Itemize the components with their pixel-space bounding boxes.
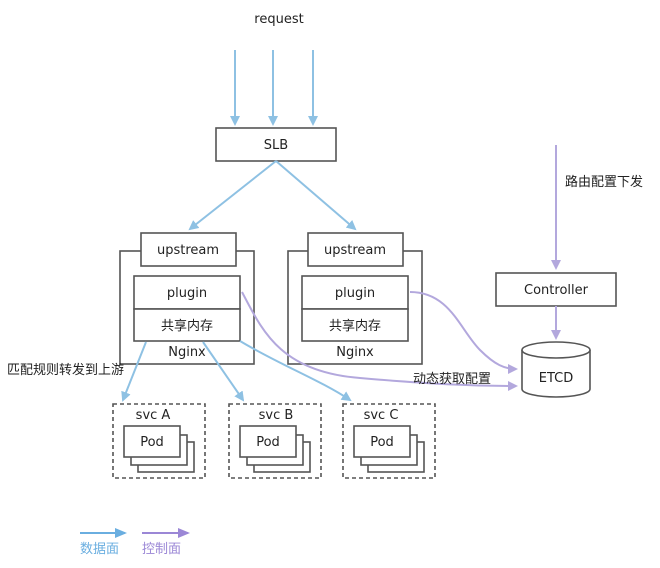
- shared-memory-box: [301, 308, 409, 342]
- pod-label: Pod: [140, 435, 164, 450]
- nginx-label: Nginx: [168, 345, 206, 360]
- pod-label: Pod: [256, 435, 280, 450]
- service-b: svc B Pod: [228, 403, 322, 479]
- legend-item-control-plane: 控制面: [142, 528, 190, 557]
- service-a: svc A Pod: [112, 403, 206, 479]
- plugin-1-fetch-config-arrow: [241, 291, 518, 391]
- plugin-2-fetch-config-arrow: [409, 291, 518, 374]
- slb-label: SLB: [264, 138, 288, 153]
- controller-label: Controller: [524, 283, 589, 298]
- forward-upstream-label: 匹配规则转发到上游: [7, 362, 124, 378]
- shared-memory-box: [133, 308, 241, 342]
- pod-box: [353, 425, 411, 458]
- upstream-label: upstream: [157, 243, 219, 258]
- legend-label: 数据面: [80, 542, 119, 557]
- shared-memory-label: 共享内存: [161, 318, 213, 334]
- service-c: svc C Pod: [342, 403, 436, 479]
- plugin-label: plugin: [335, 286, 375, 301]
- slb-box: SLB: [215, 127, 337, 162]
- nginx-to-svc-c-arrow: [239, 340, 352, 402]
- request-label: request: [254, 12, 303, 27]
- nginx-label: Nginx: [336, 345, 374, 360]
- etcd-label: ETCD: [539, 371, 573, 386]
- route-dispatch-label: 路由配置下发: [565, 174, 643, 190]
- nginx-to-svc-a-arrow: [121, 341, 147, 402]
- upstream-label: upstream: [324, 243, 386, 258]
- plugin-label: plugin: [167, 286, 207, 301]
- slb-to-nginx-2-arrow: [275, 160, 357, 231]
- controller-box: Controller: [495, 272, 617, 307]
- service-name: svc C: [364, 408, 399, 423]
- plugin-box: [301, 275, 409, 310]
- legend: 数据面 控制面: [80, 528, 190, 557]
- legend-item-data-plane: 数据面: [80, 528, 127, 557]
- upstream-box: [307, 232, 404, 267]
- shared-memory-label: 共享内存: [329, 318, 381, 334]
- upstream-box: [140, 232, 237, 267]
- pod-box: [239, 425, 297, 458]
- nginx-to-svc-b-arrow: [202, 341, 245, 402]
- pod-box: [123, 425, 181, 458]
- slb-to-nginx-1-arrow: [188, 160, 277, 231]
- service-name: svc B: [259, 408, 294, 423]
- service-name: svc A: [136, 408, 171, 423]
- nginx-node-2: upstream plugin 共享内存 Nginx: [287, 232, 423, 365]
- legend-label: 控制面: [142, 542, 181, 557]
- nginx-node-1: upstream plugin 共享内存 Nginx: [119, 232, 255, 365]
- etcd-database: ETCD: [521, 341, 591, 398]
- pod-label: Pod: [370, 435, 394, 450]
- dynamic-config-label: 动态获取配置: [413, 372, 491, 387]
